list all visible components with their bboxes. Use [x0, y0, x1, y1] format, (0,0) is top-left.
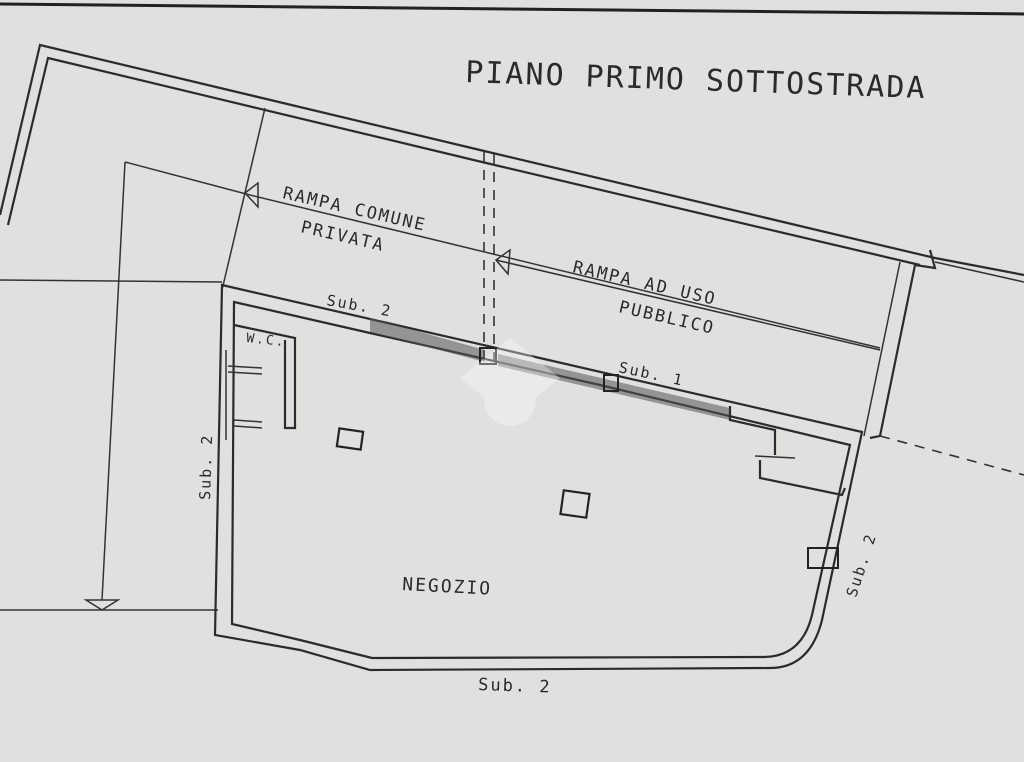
right-wall-door	[807, 547, 839, 569]
pillar-center	[559, 489, 591, 519]
outer-boundary	[0, 43, 1024, 277]
shop-outer-wall	[213, 283, 864, 672]
label-sub2-bottom: Sub. 2	[478, 675, 552, 698]
right-partition	[758, 460, 847, 497]
ramp-private-arrow	[243, 181, 259, 209]
ramp-right-wall-inner	[863, 261, 901, 437]
right-partition-tick	[754, 455, 796, 459]
sheet-top-edge	[0, 2, 1024, 16]
ramp-public-arrow	[494, 248, 511, 276]
wc-door-upper	[227, 365, 263, 375]
ramp-public-baseline	[495, 259, 881, 351]
boundary-dashed-extension	[879, 435, 1024, 476]
ramp-right-wall	[869, 249, 937, 440]
watermark-icon	[460, 338, 560, 426]
pillar-left	[335, 427, 365, 451]
shop-inner-wall	[230, 300, 852, 660]
wc-door-lower	[233, 419, 263, 429]
right-wing-line	[934, 261, 1024, 283]
level-marker-icon	[83, 599, 121, 611]
ramp-public-line	[249, 194, 881, 349]
left-reference-line	[0, 279, 223, 283]
wall-door-mark	[603, 374, 619, 392]
section-line	[101, 161, 251, 601]
wc-wall	[233, 323, 297, 430]
column-junction	[479, 347, 497, 365]
label-wc: W.C.	[246, 331, 287, 350]
top-right-notch	[728, 406, 777, 455]
label-sub2-left: Sub. 2	[196, 433, 216, 500]
ramp-private-edge	[221, 107, 266, 291]
label-negozio: NEGOZIO	[402, 574, 493, 600]
top-wall-segment-right	[498, 354, 730, 420]
top-wall-segment-left	[370, 318, 485, 362]
